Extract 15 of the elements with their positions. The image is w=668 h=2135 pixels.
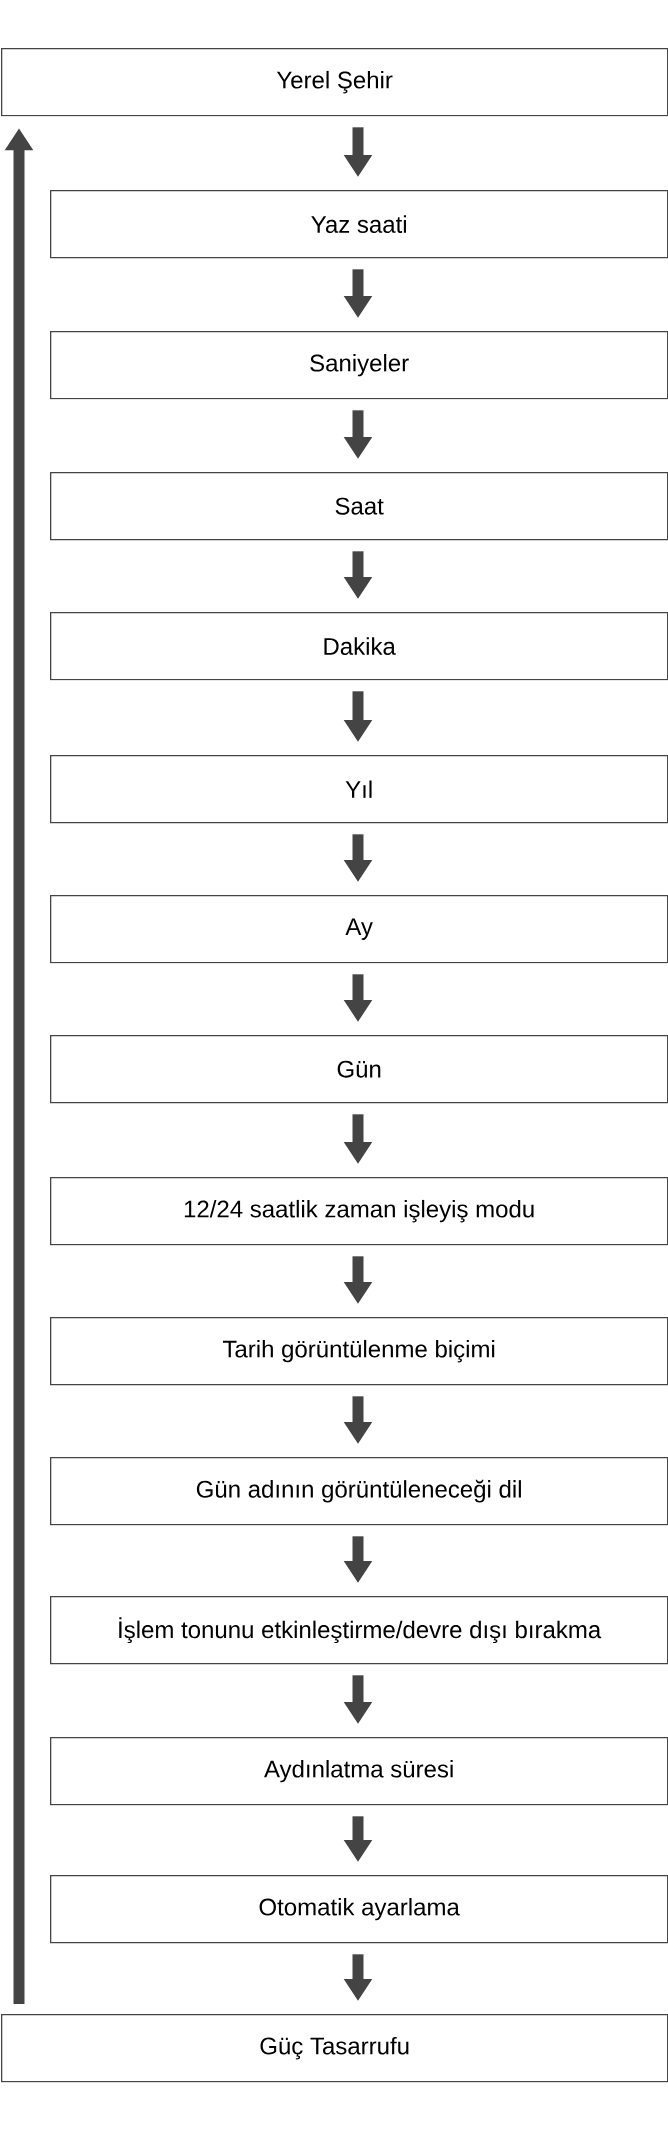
step-box: Yerel Şehir [1, 48, 668, 117]
step-box: Otomatik ayarlama [50, 1875, 668, 1944]
step-box: Dakika [50, 612, 668, 681]
step-box: Aydınlatma süresi [50, 1737, 668, 1806]
step-box: Tarih görüntülenme biçimi [50, 1317, 668, 1386]
step-box: İşlem tonunu etkinleştirme/devre dışı bırakma [50, 1596, 668, 1665]
step-box: Gün adının görüntüleneceği dil [50, 1457, 668, 1526]
step-box: Güç Tasarrufu [1, 2014, 668, 2083]
step-box: Gün [50, 1035, 668, 1104]
step-box: Saat [50, 472, 668, 541]
step-box: Ay [50, 895, 668, 964]
step-box: Yaz saati [50, 190, 668, 259]
step-box: Saniyeler [50, 331, 668, 400]
step-box: 12/24 saatlik zaman işleyiş modu [50, 1177, 668, 1246]
step-box: Yıl [50, 755, 668, 824]
